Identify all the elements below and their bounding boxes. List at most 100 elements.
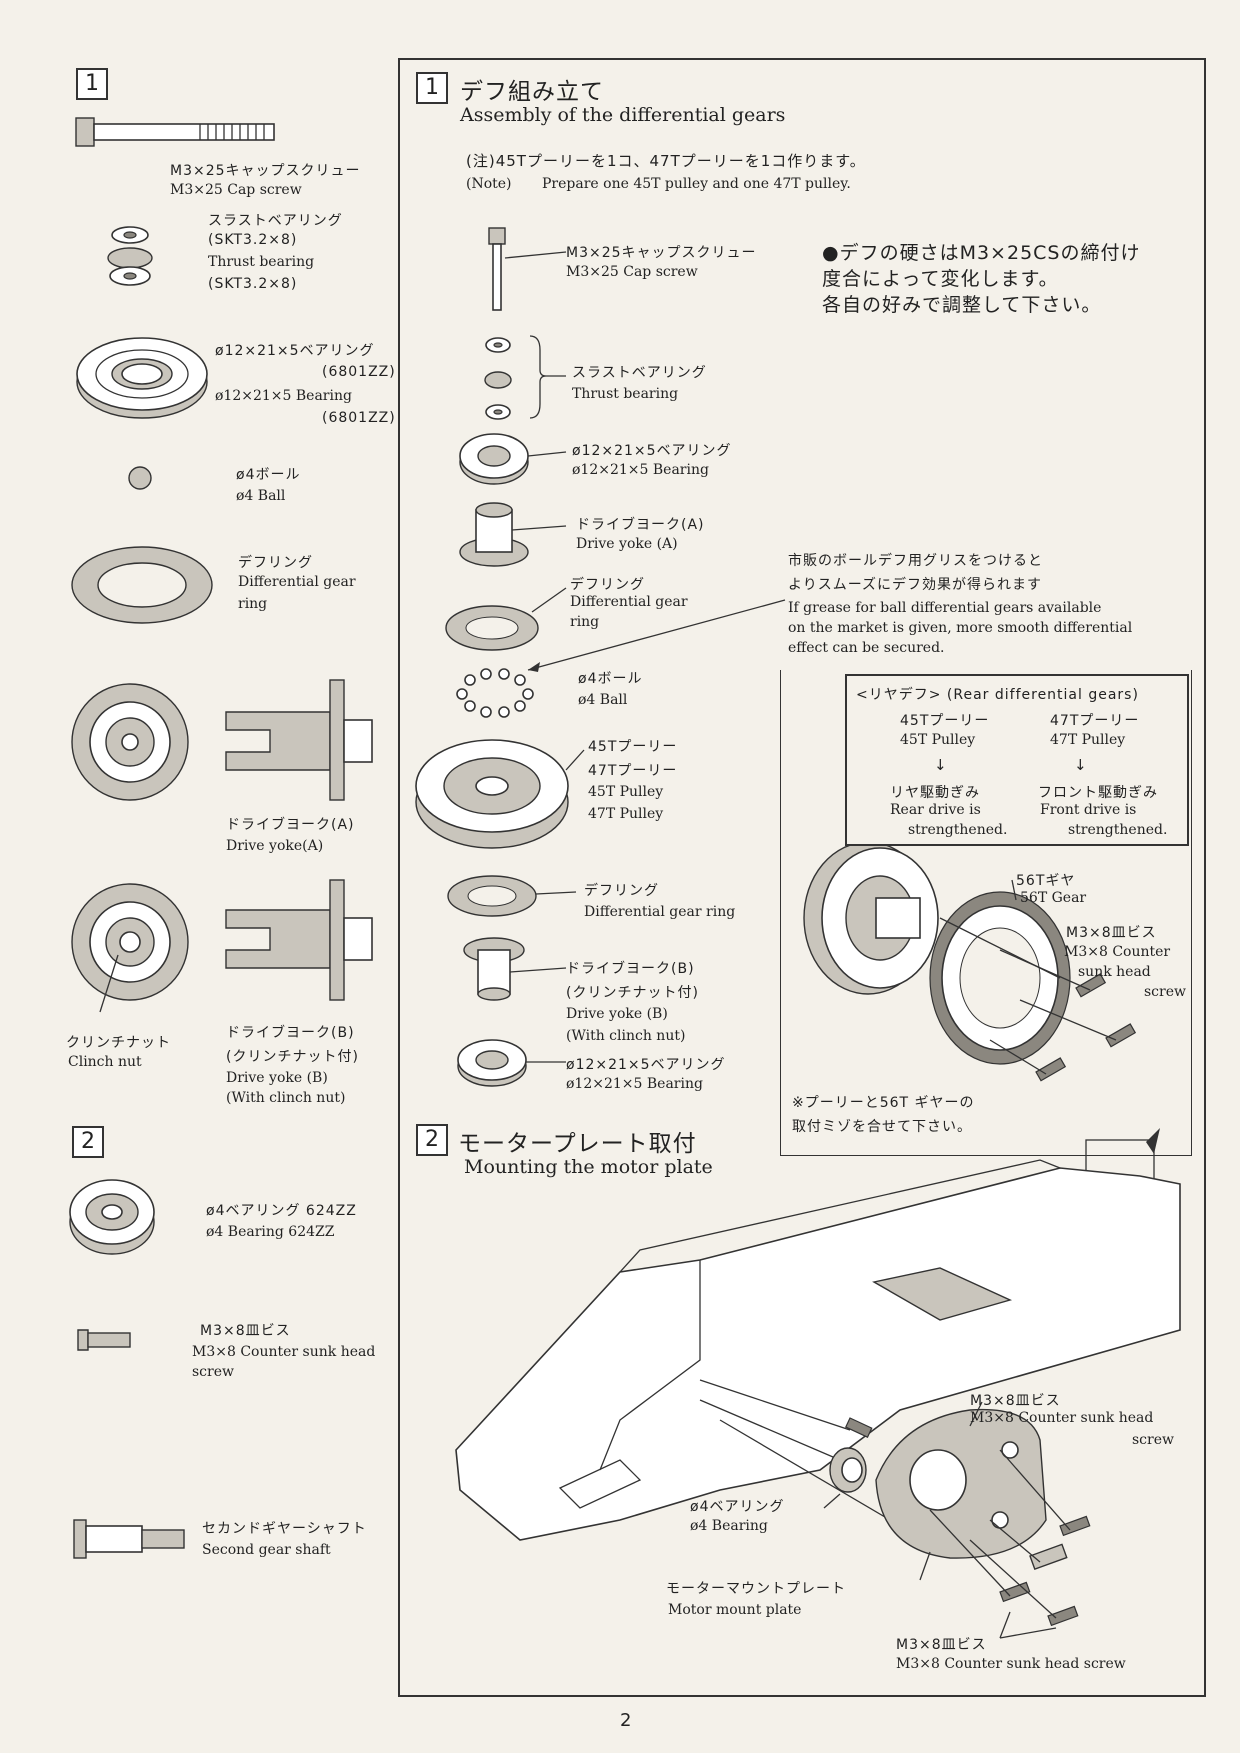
step-2-number: 2 xyxy=(416,1124,448,1156)
hardness-note-2: 度合によって変化します。 xyxy=(822,268,1059,290)
asm-ring2-en: Differential gear ring xyxy=(584,904,736,920)
asm-pulley-jp1: 45Tプーリー xyxy=(588,739,678,755)
gear-label-en: 56T Gear xyxy=(1020,890,1087,906)
asm-bearing-en: ø12×21×5 Bearing xyxy=(572,462,709,478)
asm-bearing-jp: ø12×21×5ベアリング xyxy=(572,443,732,459)
grease-note-jp-2: よりスムーズにデフ効果が得られます xyxy=(788,577,1043,593)
asm-yoke-a-jp: ドライブヨーク(A) xyxy=(576,517,705,533)
asm-yoke-a-en: Drive yoke (A) xyxy=(576,536,678,552)
thrust-bearing-icon xyxy=(107,226,153,286)
grease-note-en-3: effect can be secured. xyxy=(788,640,945,656)
bearing-4-icon xyxy=(69,1179,155,1255)
assembly-drive-yoke-b-icon xyxy=(463,937,567,1001)
sec2-bearing-jp: ø4ベアリング xyxy=(690,1499,785,1515)
asm-ring-jp: デフリング xyxy=(570,577,645,593)
gear-screw-en1: M3×8 Counter xyxy=(1064,944,1171,960)
asm-ring2-jp: デフリング xyxy=(584,883,659,899)
rear-col1-jp: 45Tプーリー xyxy=(900,713,990,729)
rear-diff-frame xyxy=(780,670,1192,1156)
sec2-screw-bot-en: M3×8 Counter sunk head screw xyxy=(896,1656,1126,1672)
bearing-12-icon xyxy=(76,337,208,419)
grease-pointer-line xyxy=(527,599,786,671)
rear-col2-res-en1: Front drive is xyxy=(1040,802,1137,818)
asm-cap-screw-jp: M3×25キャップスクリュー xyxy=(566,245,757,261)
drive-yoke-b-label-jp2: (クリンチナット付) xyxy=(226,1049,359,1065)
note-en: Prepare one 45T pulley and one 47T pulle… xyxy=(542,176,851,192)
sec2-screw-top-en2: screw xyxy=(1132,1432,1174,1448)
clinch-nut-label-jp: クリンチナット xyxy=(66,1035,171,1051)
assembly-balls-icon xyxy=(456,668,534,718)
rear-col1-res-en2: strengthened. xyxy=(908,822,1008,838)
sec2-screw-top-en1: M3×8 Counter sunk head xyxy=(970,1410,1154,1426)
rear-col2-res-en2: strengthened. xyxy=(1068,822,1168,838)
drive-yoke-a-label-jp: ドライブヨーク(A) xyxy=(226,817,355,833)
rear-col2-arrow: ↓ xyxy=(1074,756,1088,774)
asm-pulley-en1: 45T Pulley xyxy=(588,784,664,800)
note-jp: (注)45Tプーリーを1コ、47Tプーリーを1コ作ります。 xyxy=(466,152,866,170)
align-note-1: ※プーリーと56T ギヤーの xyxy=(792,1095,975,1111)
step-1-title-en: Assembly of the differential gears xyxy=(460,104,786,126)
ball-label-en: ø4 Ball xyxy=(236,488,286,504)
asm-ball-en: ø4 Ball xyxy=(578,692,628,708)
asm-yoke-b-en2: (With clinch nut) xyxy=(566,1028,686,1044)
chassis-diagram-icon xyxy=(455,1159,1181,1639)
countersunk-screw-icon xyxy=(77,1329,131,1351)
rear-diff-info-box xyxy=(845,674,1189,846)
assembly-bearing-2-icon xyxy=(457,1039,566,1087)
drive-yoke-b-label-jp: ドライブヨーク(B) xyxy=(226,1025,355,1041)
diff-ring-label-en2: ring xyxy=(238,596,268,612)
thrust-bearing-code-en: (SKT3.2×8) xyxy=(208,276,298,292)
asm-bearing2-jp: ø12×21×5ベアリング xyxy=(566,1057,726,1073)
assembly-bearing-icon xyxy=(459,433,567,485)
rear-box-title: <リヤデフ> (Rear differential gears) xyxy=(856,687,1139,703)
gear-label-jp: 56Tギヤ xyxy=(1016,873,1076,889)
asm-cap-screw-en: M3×25 Cap screw xyxy=(566,264,698,280)
rear-col1-res-en1: Rear drive is xyxy=(890,802,981,818)
drive-yoke-a-face-icon xyxy=(71,683,189,801)
ball-label-jp: ø4ボール xyxy=(236,467,301,483)
step-2-title-en: Mounting the motor plate xyxy=(464,1156,713,1178)
asm-yoke-b-jp: ドライブヨーク(B) xyxy=(566,961,695,977)
second-shaft-label-en: Second gear shaft xyxy=(202,1542,331,1558)
drive-yoke-a-side-icon xyxy=(225,679,373,801)
rear-col2-jp: 47Tプーリー xyxy=(1050,713,1140,729)
grease-note-jp-1: 市販のボールデフ用グリスをつけると xyxy=(788,553,1043,569)
asm-ring-en: Differential gear xyxy=(570,594,688,610)
asm-yoke-b-jp2: (クリンチナット付) xyxy=(566,985,699,1001)
asm-bearing2-en: ø12×21×5 Bearing xyxy=(566,1076,703,1092)
page-number: 2 xyxy=(620,1710,632,1731)
drive-yoke-b-label-en2: (With clinch nut) xyxy=(226,1090,346,1106)
section-2-number: 2 xyxy=(72,1126,104,1158)
hardness-note-3: 各自の好みで調整して下さい。 xyxy=(822,294,1102,316)
asm-thrust-en: Thrust bearing xyxy=(572,386,679,402)
bearing-4-label-en: ø4 Bearing 624ZZ xyxy=(206,1224,335,1240)
rear-col2-res-jp: フロント駆動ぎみ xyxy=(1038,785,1158,801)
gear-screw-jp: M3×8皿ビス xyxy=(1066,925,1157,941)
gear-screw-en2: sunk head xyxy=(1078,964,1151,980)
cap-screw-icon xyxy=(75,117,275,147)
cap-screw-label-en: M3×25 Cap screw xyxy=(170,182,302,198)
section-1-number: 1 xyxy=(76,68,108,100)
sec2-screw-bot-jp: M3×8皿ビス xyxy=(896,1637,987,1653)
thrust-bearing-code-jp: (SKT3.2×8) xyxy=(208,232,298,248)
step-1-title-jp: デフ組み立て xyxy=(460,79,604,105)
assembly-cap-screw-icon xyxy=(488,227,567,311)
drive-yoke-b-face-icon xyxy=(71,883,189,1013)
rear-col2-en: 47T Pulley xyxy=(1050,732,1126,748)
sec2-plate-en: Motor mount plate xyxy=(668,1602,802,1618)
assembly-pulley-icon xyxy=(415,739,585,849)
hardness-note-1: ●デフの硬さはM3×25CSの締付け xyxy=(822,242,1141,264)
rear-col1-en: 45T Pulley xyxy=(900,732,976,748)
asm-ring-en2: ring xyxy=(570,614,600,630)
bearing-4-label-jp: ø4ベアリング 624ZZ xyxy=(206,1203,357,1219)
thrust-bearing-label-en: Thrust bearing xyxy=(208,254,315,270)
diff-ring-label-en: Differential gear xyxy=(238,574,356,590)
sec2-bearing-en: ø4 Bearing xyxy=(690,1518,768,1534)
cap-screw-label-jp: M3×25キャップスクリュー xyxy=(170,163,361,179)
asm-yoke-b-en: Drive yoke (B) xyxy=(566,1006,668,1022)
assembly-diff-ring-2-icon xyxy=(447,875,577,917)
step-2-title-jp: モータープレート取付 xyxy=(458,1131,697,1157)
asm-ball-jp: ø4ボール xyxy=(578,671,643,687)
grease-note-en-2: on the market is given, more smooth diff… xyxy=(788,620,1133,636)
